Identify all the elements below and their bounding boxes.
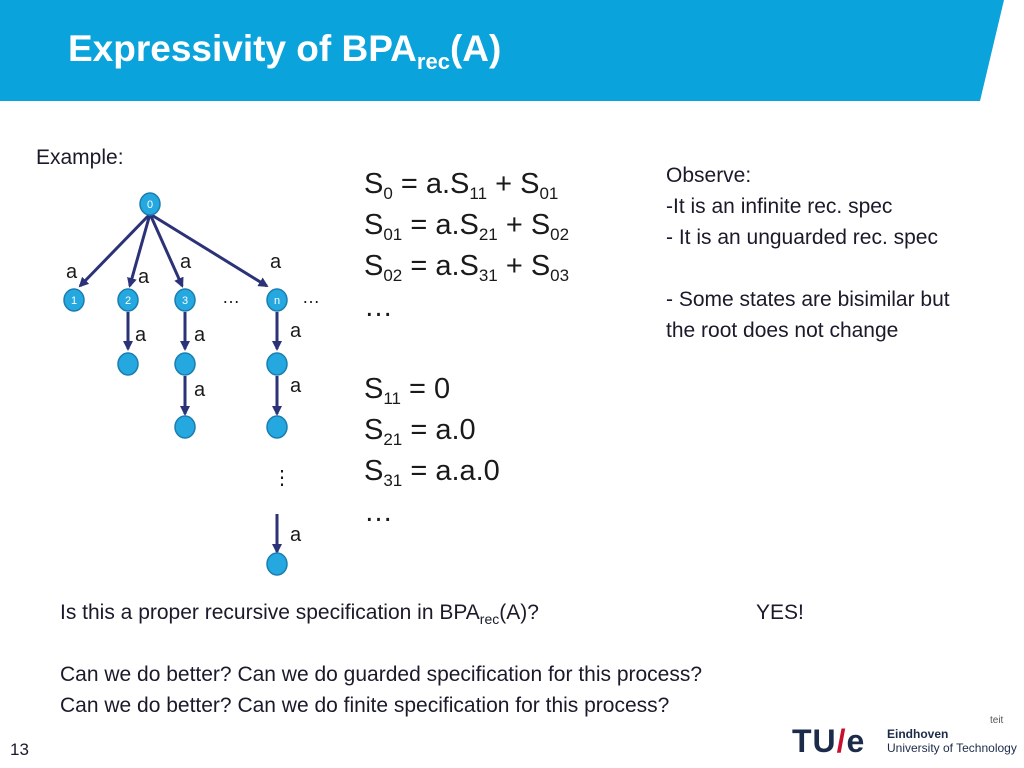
transition-arrow [148, 213, 184, 288]
equation-row: … [364, 291, 393, 323]
observe-line: - Some states are bisimilar but [666, 288, 950, 311]
transition-arrow [149, 212, 269, 288]
title-subscript: rec [416, 49, 450, 74]
equation-row: S01 = a.S21 + S02 [364, 209, 570, 244]
equation-row: S02 = a.S31 + S03 [364, 250, 570, 285]
tue-logo: TU/e Eindhoven University of Technology [792, 725, 1017, 757]
child-state-2 [117, 288, 139, 312]
edge-label-a: a [290, 524, 302, 546]
edge-label-a: a [194, 324, 206, 346]
child-state-1 [63, 288, 85, 312]
equation-row: S21 = a.0 [364, 414, 476, 449]
child-state-3-label: 3 [182, 295, 188, 307]
root-state-label: 0 [147, 199, 153, 211]
observe-line: -It is an infinite rec. spec [666, 195, 893, 218]
transition-arrow [127, 213, 152, 288]
page-number: 13 [10, 740, 29, 759]
child-state-1-label: 1 [71, 295, 77, 307]
state-node [266, 552, 288, 576]
slide-title: Expressivity of BPArec(A) [68, 28, 501, 75]
logo-line-2: University of Technology [887, 741, 1017, 755]
observe-line: the root does not change [666, 319, 899, 342]
edge-label-a: a [138, 266, 150, 288]
equation-row: … [364, 496, 393, 528]
horizontal-ellipsis: … [302, 287, 320, 307]
edge-label-a: a [290, 320, 302, 342]
observe-line: Observe: [666, 164, 752, 187]
question-finite-spec: Can we do better? Can we do finite speci… [60, 694, 670, 717]
title-banner [0, 0, 1004, 101]
child-state-3 [174, 288, 196, 312]
edge-label-a: a [270, 251, 282, 273]
example-label: Example: [36, 146, 124, 169]
edge-label-a: a [66, 261, 78, 283]
edge-label-a: a [135, 324, 147, 346]
observe-line [666, 253, 950, 284]
logo-line-1: Eindhoven [887, 727, 949, 741]
question-1-subscript: rec [479, 611, 500, 627]
edge-label-a: a [180, 251, 192, 273]
equation-row [364, 328, 569, 369]
state-node [174, 415, 196, 439]
faculty-text-fragment: teit [990, 715, 1004, 726]
state-node [174, 352, 196, 376]
edge-label-a: a [194, 379, 206, 401]
logo-text: Eindhoven University of Technology [887, 727, 1017, 755]
root-state [139, 192, 161, 216]
equation-row: S11 = 0 [364, 373, 451, 408]
edge-label-a: a [290, 375, 302, 397]
child-state-2-label: 2 [125, 295, 131, 307]
vertical-ellipsis: ⋮ [272, 467, 292, 489]
horizontal-ellipsis: … [222, 287, 240, 307]
observe-line: - It is an unguarded rec. spec [666, 226, 938, 249]
state-node [117, 352, 139, 376]
question-1-end: (A)? [499, 601, 539, 624]
equation-row: S0 = a.S11 + S01 [364, 168, 559, 203]
transition-arrow [78, 212, 152, 288]
state-node [266, 415, 288, 439]
logo-mark: TU/e [792, 723, 866, 759]
question-proper-spec: Is this a proper recursive specification… [60, 601, 539, 627]
state-node [266, 352, 288, 376]
child-state-n [266, 288, 288, 312]
title-end: (A) [449, 28, 502, 69]
observe-notes: Observe: -It is an infinite rec. spec - It… [666, 160, 950, 346]
answer-yes: YES! [756, 601, 804, 624]
title-main: Expressivity of BPA [68, 28, 417, 69]
child-state-n-label: n [274, 295, 280, 307]
equation-row: S31 = a.a.0 [364, 455, 500, 490]
question-1-text: Is this a proper recursive specification… [60, 601, 480, 624]
question-guarded-spec: Can we do better? Can we do guarded spec… [60, 663, 703, 686]
